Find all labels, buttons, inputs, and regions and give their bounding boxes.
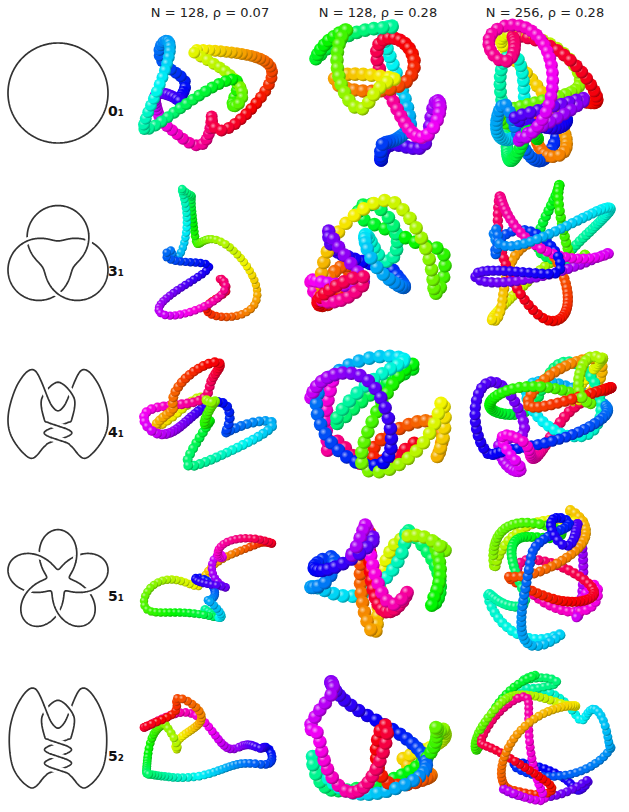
bead-shading — [564, 54, 577, 67]
bead-shading — [376, 138, 390, 152]
bead-shading — [220, 286, 228, 294]
bead-shading — [553, 149, 566, 162]
polymer-ring — [155, 185, 262, 321]
bead-shading — [221, 240, 229, 248]
bead-shading — [247, 305, 255, 313]
bead-shading — [200, 85, 212, 97]
knot-diagram — [8, 370, 108, 459]
bead-shading — [151, 86, 163, 98]
polymer-ring — [482, 19, 603, 168]
bead-shading — [540, 106, 553, 119]
bead-shading — [500, 55, 513, 68]
bead-shading — [233, 98, 245, 110]
bead-shading — [178, 185, 186, 193]
crossing-over — [76, 549, 77, 562]
bead-shading — [427, 121, 441, 135]
bead-shading — [216, 124, 228, 136]
bead-shading — [554, 206, 564, 216]
knot-curve — [8, 370, 108, 459]
bead-shading — [162, 249, 170, 257]
knot-diagram — [8, 206, 108, 301]
knot-diagram — [9, 688, 106, 788]
polymer-ring — [138, 35, 278, 151]
polymer-ring — [304, 194, 452, 313]
bead-shading — [188, 47, 200, 59]
knot-diagram — [8, 43, 108, 143]
bead-shading — [516, 289, 526, 299]
knot-diagram — [8, 530, 108, 627]
bead-shading — [409, 221, 423, 235]
bead-shading — [524, 106, 537, 119]
bead-shading — [376, 21, 390, 35]
polymer-ring — [309, 19, 447, 167]
bead-shading — [161, 311, 169, 319]
polymer-ring — [470, 180, 615, 326]
knot-curve — [8, 206, 108, 301]
bead-shading — [357, 270, 371, 284]
knot-curve — [8, 43, 108, 143]
bead-shading — [364, 251, 378, 265]
bead-shading — [367, 88, 381, 102]
bead-shading — [487, 315, 497, 325]
